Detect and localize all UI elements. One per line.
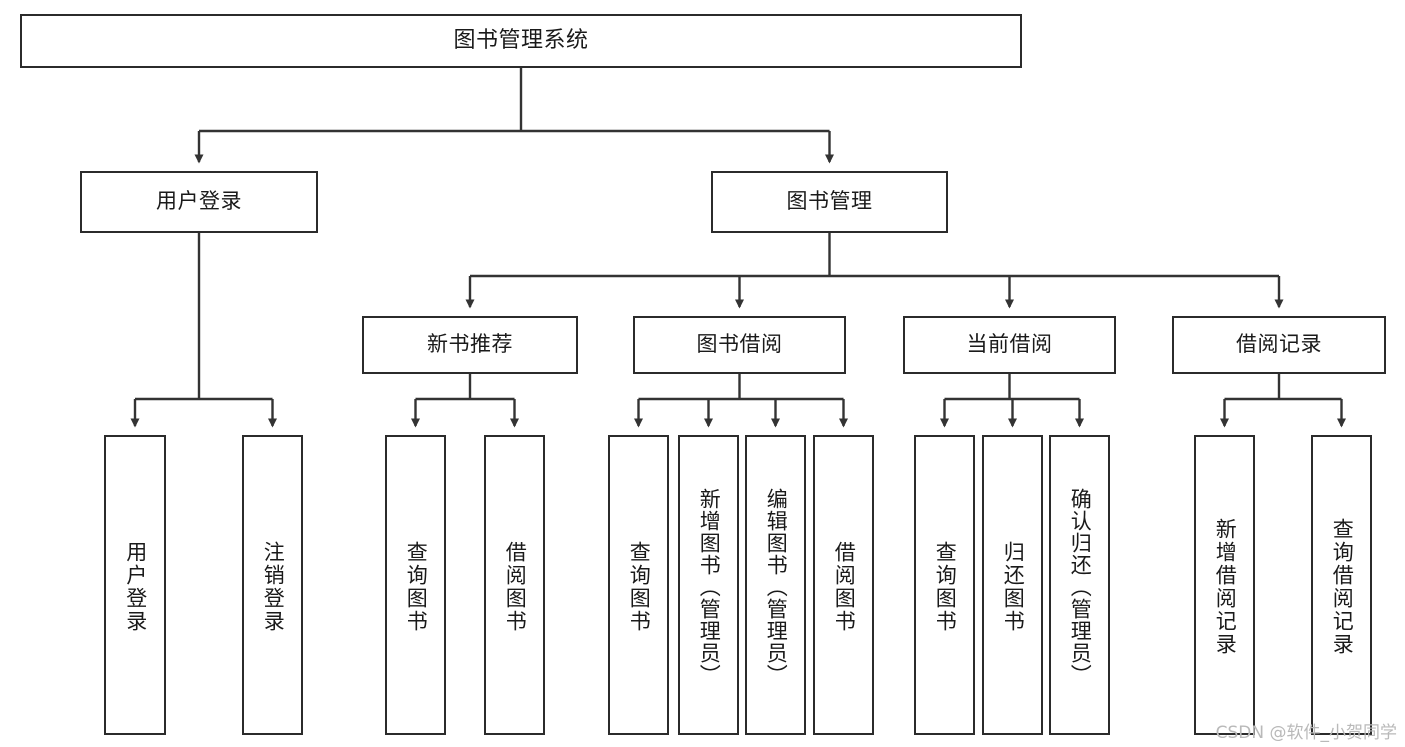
node-leaf-query-book-1-label: 查询图书 <box>404 541 429 633</box>
node-leaf-borrow-book-1[interactable]: 借阅图书 <box>484 435 545 735</box>
node-leaf-query-book-2-label: 查询图书 <box>627 541 652 633</box>
node-leaf-borrow-book-2-label: 借阅图书 <box>832 541 857 633</box>
node-leaf-query-book-3[interactable]: 查询图书 <box>914 435 975 735</box>
node-leaf-query-borrow-record-label: 查询借阅记录 <box>1330 518 1355 656</box>
node-current-borrow-label: 当前借阅 <box>966 332 1053 357</box>
node-leaf-query-book-3-label: 查询图书 <box>933 541 958 633</box>
node-leaf-add-borrow-record-label: 新增借阅记录 <box>1213 518 1238 656</box>
node-leaf-borrow-book-2[interactable]: 借阅图书 <box>813 435 874 735</box>
node-leaf-return-book[interactable]: 归还图书 <box>982 435 1043 735</box>
node-new-book-recommend[interactable]: 新书推荐 <box>362 316 578 374</box>
node-leaf-edit-book-admin-label: 编辑图书（管理员） <box>764 488 789 686</box>
node-leaf-confirm-return-admin-label: 确认归还（管理员） <box>1068 488 1093 686</box>
node-user-login-label: 用户登录 <box>156 189 242 214</box>
node-borrow-record-label: 借阅记录 <box>1236 332 1322 357</box>
node-leaf-return-book-label: 归还图书 <box>1001 541 1026 633</box>
node-root-label: 图书管理系统 <box>453 27 589 53</box>
node-leaf-user-login-label: 用户登录 <box>123 541 148 633</box>
node-book-borrow-label: 图书借阅 <box>696 332 783 357</box>
node-leaf-borrow-book-1-label: 借阅图书 <box>503 541 528 633</box>
node-user-login[interactable]: 用户登录 <box>80 171 318 233</box>
node-current-borrow[interactable]: 当前借阅 <box>903 316 1116 374</box>
node-leaf-user-logout-label: 注销登录 <box>261 541 286 633</box>
node-leaf-add-book-admin[interactable]: 新增图书（管理员） <box>678 435 739 735</box>
node-leaf-query-book-2[interactable]: 查询图书 <box>608 435 669 735</box>
node-book-manage[interactable]: 图书管理 <box>711 171 948 233</box>
node-leaf-user-login[interactable]: 用户登录 <box>104 435 166 735</box>
node-borrow-record[interactable]: 借阅记录 <box>1172 316 1386 374</box>
node-book-manage-label: 图书管理 <box>786 189 873 214</box>
node-leaf-add-borrow-record[interactable]: 新增借阅记录 <box>1194 435 1255 735</box>
node-leaf-user-logout[interactable]: 注销登录 <box>242 435 303 735</box>
node-leaf-query-borrow-record[interactable]: 查询借阅记录 <box>1311 435 1372 735</box>
node-leaf-add-book-admin-label: 新增图书（管理员） <box>697 488 722 686</box>
node-leaf-confirm-return-admin[interactable]: 确认归还（管理员） <box>1049 435 1110 735</box>
node-leaf-query-book-1[interactable]: 查询图书 <box>385 435 446 735</box>
watermark: CSDN @软件_小贺同学 <box>1215 723 1397 743</box>
node-new-book-recommend-label: 新书推荐 <box>427 332 513 357</box>
node-root[interactable]: 图书管理系统 <box>20 14 1022 68</box>
node-leaf-edit-book-admin[interactable]: 编辑图书（管理员） <box>745 435 806 735</box>
node-book-borrow[interactable]: 图书借阅 <box>633 316 846 374</box>
